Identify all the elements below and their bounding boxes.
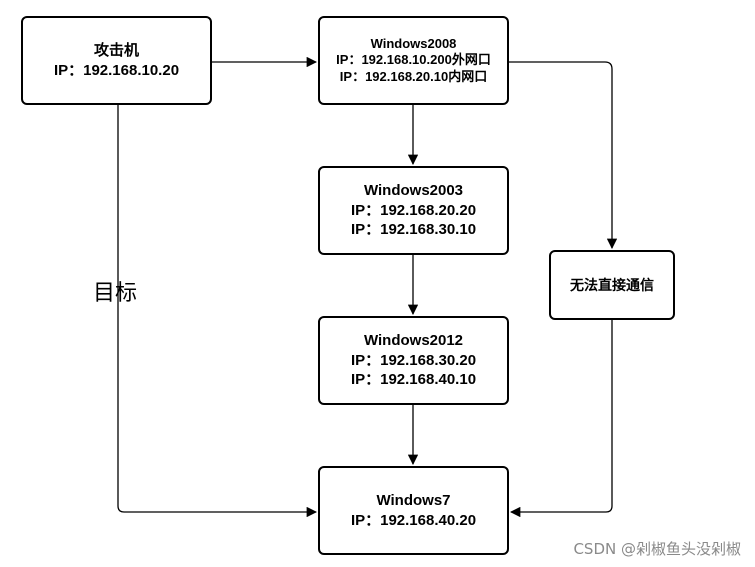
- edge-label-target: 目标: [93, 281, 138, 306]
- edge-windows2008-to-no-direct: [509, 61, 618, 250]
- node-windows2008-title: Windows2008: [370, 36, 457, 52]
- edge-no-direct-to-windows7: [509, 320, 613, 518]
- node-windows2008-external-ip: IP：192.168.10.200外网口: [336, 52, 491, 68]
- node-windows2003-ip-1: IP：192.168.20.20: [350, 201, 477, 219]
- node-attacker-ip: IP：192.168.10.20: [53, 61, 180, 79]
- node-windows2008: Windows2008 IP：192.168.10.200外网口 IP：192.…: [318, 16, 509, 105]
- node-attacker-title: 攻击机: [93, 42, 139, 59]
- node-no-direct-communication: 无法直接通信: [549, 250, 675, 320]
- node-windows2012-ip-1: IP：192.168.30.20: [350, 351, 477, 369]
- node-windows2008-internal-ip: IP：192.168.20.10内网口: [339, 68, 488, 84]
- node-windows7-ip: IP：192.168.40.20: [350, 511, 477, 529]
- node-windows2003-title: Windows2003: [363, 182, 464, 200]
- node-windows7: Windows7 IP：192.168.40.20: [318, 466, 509, 555]
- watermark: CSDN @剁椒鱼头没剁椒: [573, 540, 741, 558]
- node-attacker: 攻击机 IP：192.168.10.20: [21, 16, 212, 105]
- node-windows2012: Windows2012 IP：192.168.30.20 IP：192.168.…: [318, 316, 509, 405]
- node-no-direct-communication-label: 无法直接通信: [570, 276, 654, 293]
- node-windows2003-ip-2: IP：192.168.30.10: [350, 221, 477, 239]
- node-windows2012-title: Windows2012: [363, 332, 464, 350]
- node-windows2012-ip-2: IP：192.168.40.10: [350, 371, 477, 389]
- edge-attacker-to-windows7: [117, 105, 318, 518]
- node-windows7-title: Windows7: [376, 492, 451, 509]
- node-windows2003: Windows2003 IP：192.168.20.20 IP：192.168.…: [318, 166, 509, 255]
